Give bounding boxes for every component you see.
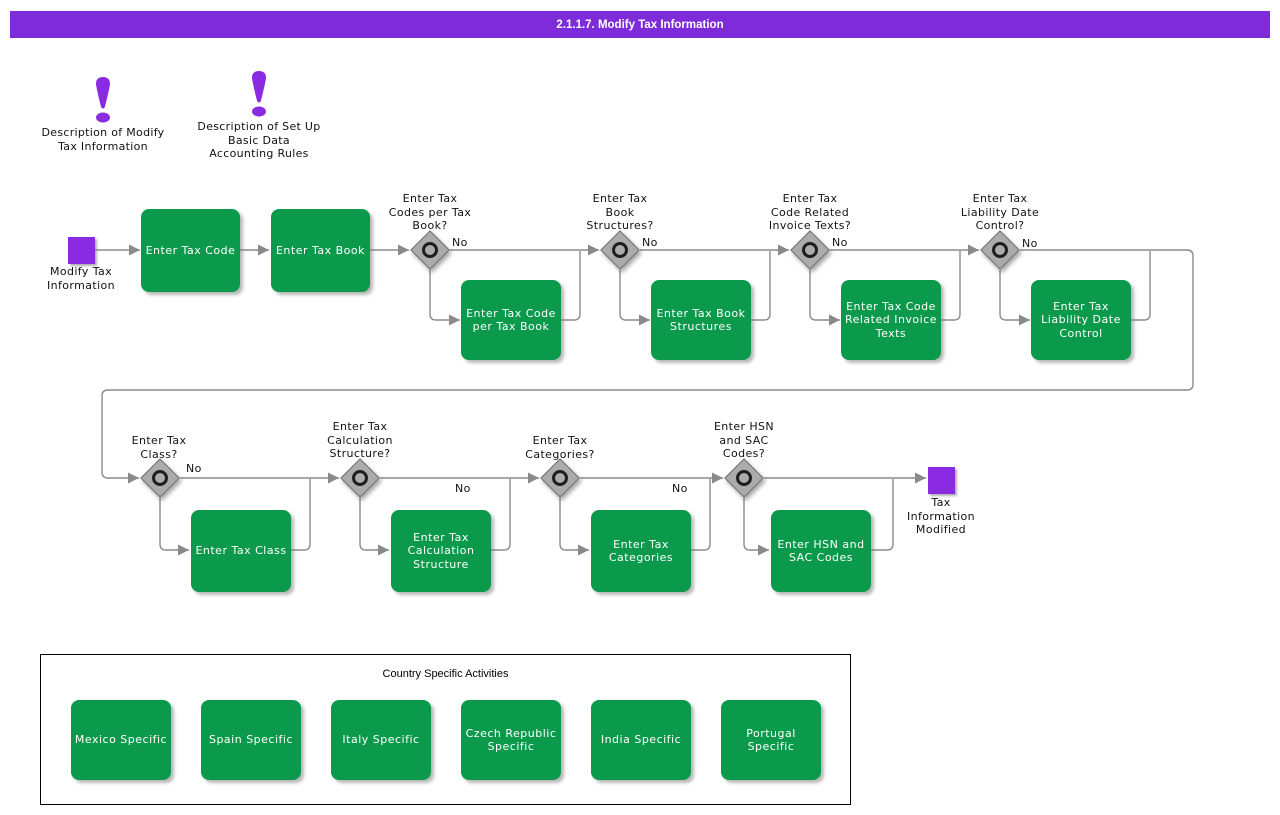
circle-icon <box>992 242 1008 258</box>
circle-icon <box>736 470 752 486</box>
circle-icon <box>422 242 438 258</box>
no-branch-label: No <box>455 482 471 495</box>
end-event-square <box>928 467 955 494</box>
activity-enter-tax-class[interactable]: Enter Tax Class <box>191 510 291 592</box>
circle-icon <box>552 470 568 486</box>
end-event-label: Tax Information Modified <box>906 496 976 536</box>
exclamation-icon <box>96 77 110 123</box>
circle-icon <box>612 242 628 258</box>
no-branch-label: No <box>1022 237 1038 250</box>
activity-india-specific[interactable]: India Specific <box>591 700 691 780</box>
decision-enter-tax-book-structures <box>600 230 640 270</box>
decision-question: Enter Tax Liability Date Control? <box>960 192 1040 232</box>
decision-question: Enter HSN and SAC Codes? <box>713 420 775 460</box>
note-description-modify-tax-information[interactable]: Description of Modify Tax Information <box>29 76 177 153</box>
activity-mexico-specific[interactable]: Mexico Specific <box>71 700 171 780</box>
activity-czech-republic-specific[interactable]: Czech Republic Specific <box>461 700 561 780</box>
circle-icon <box>152 470 168 486</box>
activity-enter-tax-calculation-structure[interactable]: Enter Tax Calculation Structure <box>391 510 491 592</box>
no-branch-label: No <box>186 462 202 475</box>
decision-enter-hsn-and-sac-codes <box>724 458 764 498</box>
decision-question: Enter Tax Categories? <box>525 434 595 461</box>
note-description-set-up-basic-data-accounting-rules[interactable]: Description of Set Up Basic Data Account… <box>184 70 334 161</box>
decision-enter-tax-class <box>140 458 180 498</box>
activity-italy-specific[interactable]: Italy Specific <box>331 700 431 780</box>
no-branch-label: No <box>642 236 658 249</box>
no-branch-label: No <box>672 482 688 495</box>
decision-question: Enter Tax Code Related Invoice Texts? <box>768 192 852 232</box>
circle-icon <box>352 470 368 486</box>
diagram-title: 2.1.1.7. Modify Tax Information <box>556 18 724 31</box>
activity-portugal-specific[interactable]: Portugal Specific <box>721 700 821 780</box>
note-label: Description of Modify Tax Information <box>41 126 165 153</box>
country-section-title: Country Specific Activities <box>382 668 509 680</box>
activity-enter-tax-book-structures[interactable]: Enter Tax Book Structures <box>651 280 751 360</box>
decision-enter-tax-calculation-structure <box>340 458 380 498</box>
decision-enter-tax-liability-date-control <box>980 230 1020 270</box>
activity-enter-hsn-and-sac-codes[interactable]: Enter HSN and SAC Codes <box>771 510 871 592</box>
decision-question: Enter Tax Calculation Structure? <box>327 420 393 460</box>
activity-spain-specific[interactable]: Spain Specific <box>201 700 301 780</box>
decision-question: Enter Tax Book Structures? <box>586 192 654 232</box>
decision-question: Enter Tax Class? <box>131 434 187 461</box>
activity-enter-tax-categories[interactable]: Enter Tax Categories <box>591 510 691 592</box>
activity-enter-tax-code-per-tax-book[interactable]: Enter Tax Code per Tax Book <box>461 280 561 360</box>
decision-enter-tax-codes-per-tax-book <box>410 230 450 270</box>
activity-enter-tax-liability-date-control[interactable]: Enter Tax Liability Date Control <box>1031 280 1131 360</box>
no-branch-label: No <box>832 236 848 249</box>
decision-enter-tax-code-related-invoice-texts <box>790 230 830 270</box>
activity-enter-tax-code[interactable]: Enter Tax Code <box>141 209 240 292</box>
diagram-title-bar: 2.1.1.7. Modify Tax Information <box>10 11 1270 38</box>
no-branch-label: No <box>452 236 468 249</box>
activity-enter-tax-code-related-invoice-texts[interactable]: Enter Tax Code Related Invoice Texts <box>841 280 941 360</box>
decision-enter-tax-categories <box>540 458 580 498</box>
decision-question: Enter Tax Codes per Tax Book? <box>388 192 472 232</box>
start-event-label: Modify Tax Information <box>46 265 116 292</box>
activity-enter-tax-book[interactable]: Enter Tax Book <box>271 209 370 292</box>
country-specific-activities-section: Country Specific Activities Mexico Speci… <box>40 654 851 805</box>
start-event-square <box>68 237 95 264</box>
circle-icon <box>802 242 818 258</box>
exclamation-icon <box>252 71 266 117</box>
note-label: Description of Set Up Basic Data Account… <box>197 120 321 160</box>
